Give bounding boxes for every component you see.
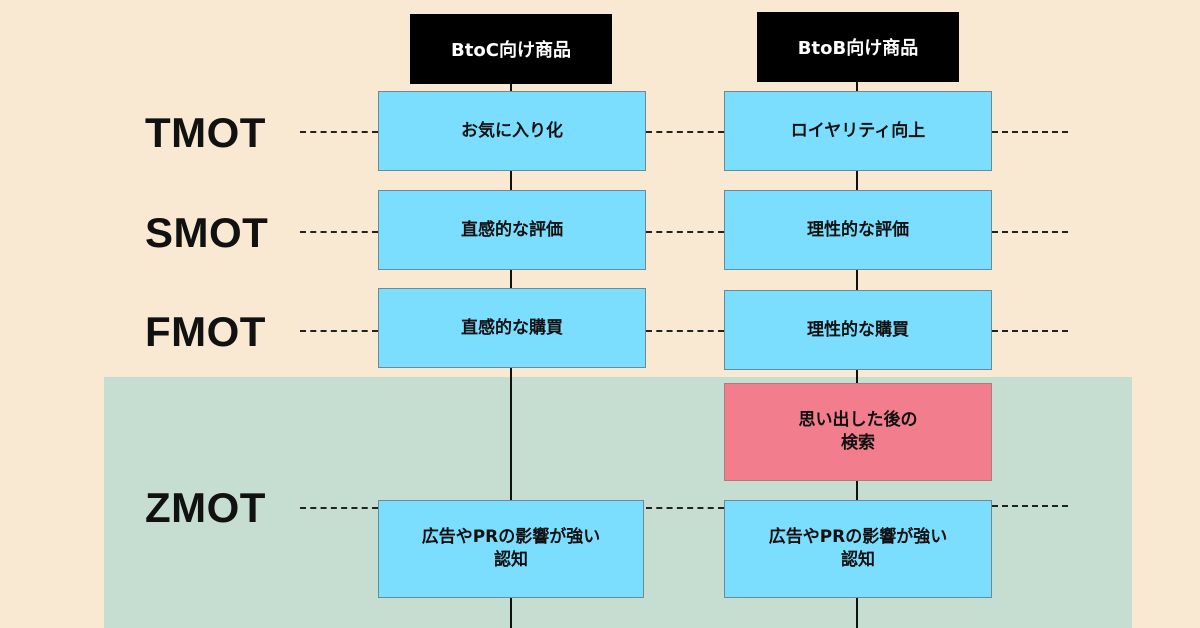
smot-dash-middle bbox=[646, 231, 724, 233]
row-label-fmot: FMOT bbox=[145, 308, 266, 355]
btob-search-text-line1: 思い出した後の bbox=[798, 410, 918, 431]
smot-dash-right bbox=[992, 231, 1068, 233]
btoc-zmot-box: 広告やPRの影響が強い 認知 bbox=[378, 500, 644, 598]
btob-search-text-line2: 検索 bbox=[841, 433, 875, 453]
row-label-zmot: ZMOT bbox=[145, 484, 266, 531]
smot-dash-left bbox=[300, 231, 378, 233]
btoc-header: BtoC向け商品 bbox=[410, 14, 612, 84]
zmot-dash-left bbox=[300, 507, 378, 509]
btob-zmot-box: 広告やPRの影響が強い 認知 bbox=[724, 500, 992, 598]
tmot-dash-middle bbox=[646, 131, 724, 133]
btoc-fmot-box: 直感的な購買 bbox=[378, 288, 646, 368]
btob-smot-box: 理性的な評価 bbox=[724, 190, 992, 270]
fmot-dash-right bbox=[992, 330, 1068, 332]
btoc-zmot-text-line1: 広告やPRの影響が強い bbox=[421, 527, 601, 548]
btoc-smot-box: 直感的な評価 bbox=[378, 190, 646, 270]
zmot-dash-right bbox=[992, 505, 1068, 507]
btob-search-box: 思い出した後の 検索 bbox=[724, 383, 992, 481]
btob-header: BtoB向け商品 bbox=[757, 12, 959, 82]
btob-zmot-text-line2: 認知 bbox=[841, 550, 875, 570]
row-label-smot: SMOT bbox=[145, 209, 269, 256]
btob-zmot-text-line1: 広告やPRの影響が強い bbox=[768, 527, 948, 548]
zmot-dash-middle bbox=[646, 507, 724, 509]
fmot-dash-middle bbox=[646, 330, 724, 332]
row-label-tmot: TMOT bbox=[145, 109, 266, 156]
fmot-dash-left bbox=[300, 330, 378, 332]
btob-tmot-box: ロイヤリティ向上 bbox=[724, 91, 992, 171]
btoc-tmot-box: お気に入り化 bbox=[378, 91, 646, 171]
tmot-dash-left bbox=[300, 131, 378, 133]
tmot-dash-right bbox=[992, 131, 1068, 133]
btob-fmot-box: 理性的な購買 bbox=[724, 290, 992, 370]
btoc-zmot-text-line2: 認知 bbox=[494, 550, 528, 570]
